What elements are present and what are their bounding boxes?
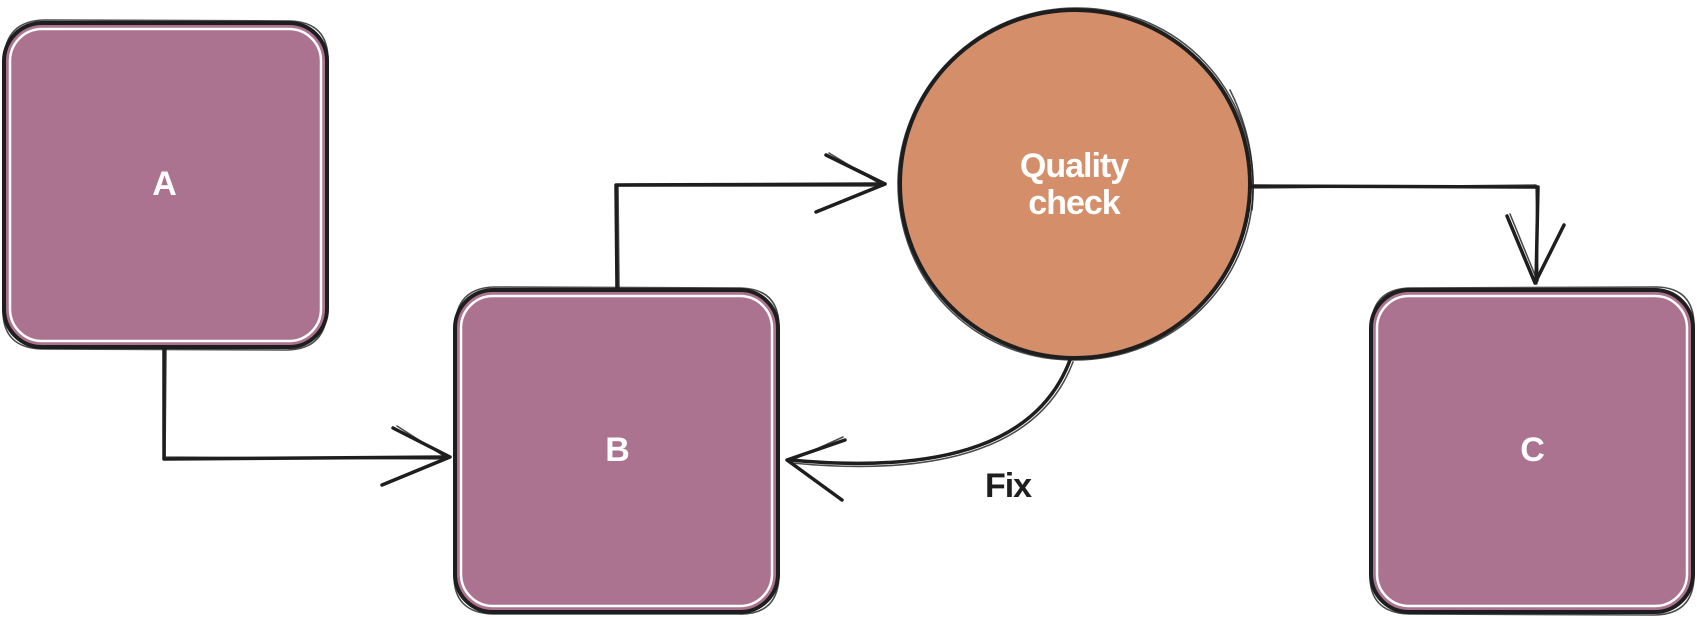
edge-fix-label: Fix (985, 467, 1032, 505)
node-b[interactable]: B (453, 286, 780, 615)
node-a-sketch-stroke (2, 19, 329, 351)
node-b-label: B (605, 431, 629, 469)
node-quality-check[interactable]: Quality check (897, 7, 1254, 361)
edge-quality-to-c-line-sketch (1251, 184, 1539, 282)
edge-b-to-quality-line-sketch (617, 185, 884, 289)
edge-a-to-b-line (162, 345, 451, 461)
quality-check-label-line2: check (1028, 184, 1120, 222)
node-c-box-highlight (1375, 294, 1689, 608)
node-c-sketch-stroke (1369, 286, 1695, 616)
node-a-box-highlight (8, 27, 323, 343)
edge-a-to-b-arrowhead-sketch (384, 425, 448, 484)
edge-quality-to-c-arrowhead-sketch (1509, 213, 1563, 281)
edge-quality-to-c-line (1248, 184, 1540, 285)
quality-check-sketch-stroke (897, 7, 1254, 361)
node-a[interactable]: A (2, 19, 329, 351)
node-c[interactable]: C (1369, 286, 1695, 616)
edge-fix-arrowhead-sketch (789, 436, 844, 498)
quality-check-label-line1: Quality (1020, 147, 1129, 185)
edge-a-to-b (162, 345, 452, 487)
node-b-box-highlight (459, 294, 774, 608)
edge-b-to-quality-arrowhead-sketch (819, 152, 883, 211)
node-c-label: C (1520, 431, 1544, 469)
edge-b-to-quality (614, 152, 887, 292)
edge-fix-line-sketch (791, 361, 1074, 468)
node-a-label: A (152, 165, 176, 203)
edge-b-to-quality-line (614, 182, 887, 292)
edge-fix: Fix (785, 358, 1074, 505)
quality-check-sketch-stroke-2 (1229, 89, 1254, 211)
edge-quality-to-c (1248, 184, 1566, 285)
edge-a-to-b-line-sketch (164, 348, 448, 460)
quality-check-circle (898, 8, 1252, 360)
node-b-sketch-stroke (453, 286, 780, 615)
edge-fix-line (788, 358, 1072, 466)
